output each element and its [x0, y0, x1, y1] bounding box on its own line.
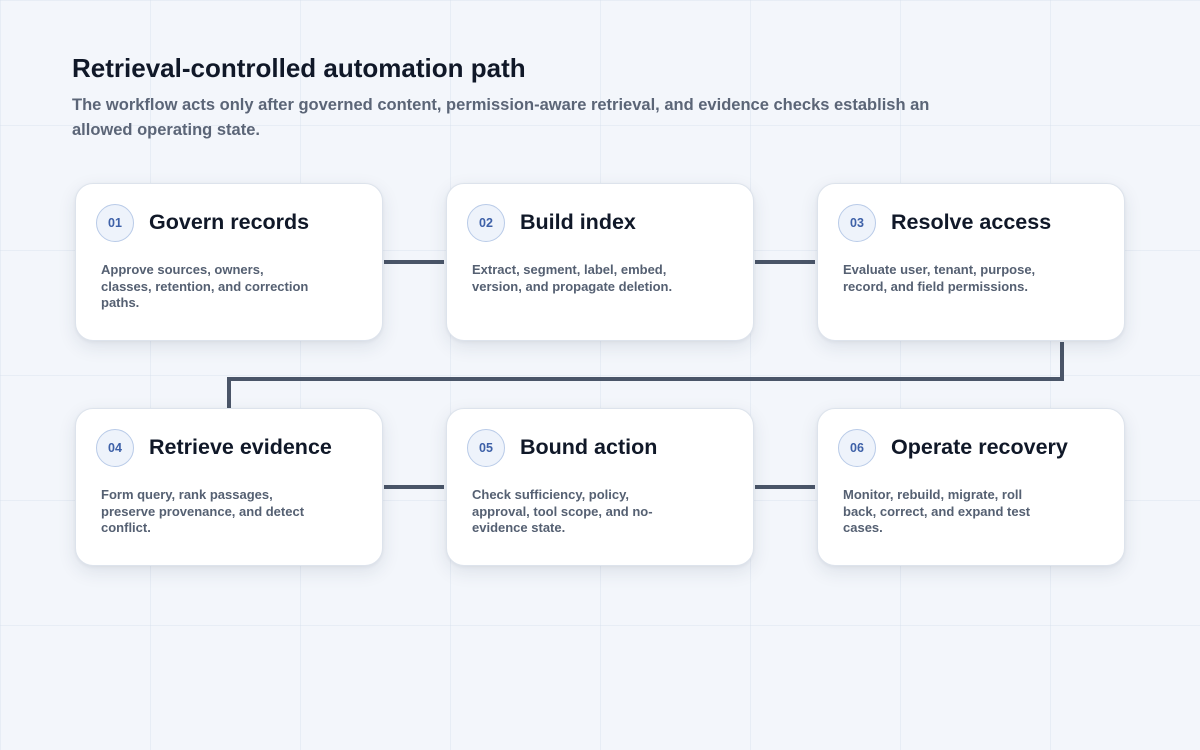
page-subtitle: The workflow acts only after governed co… — [72, 96, 930, 139]
step-card-resolve-access: 03 Resolve access Evaluate user, tenant,… — [817, 183, 1125, 341]
step-number-badge: 05 — [467, 429, 505, 467]
connector-03-04 — [227, 342, 1064, 408]
step-card-retrieve-evidence: 04 Retrieve evidence Form query, rank pa… — [75, 408, 383, 566]
step-number-badge: 06 — [838, 429, 876, 467]
step-description: Form query, rank passages, preserve prov… — [101, 487, 305, 535]
page-title: Retrieval-controlled automation path — [72, 53, 526, 83]
step-description: Monitor, rebuild, migrate, roll back, co… — [843, 487, 1031, 535]
step-description: Check sufficiency, policy, approval, too… — [472, 487, 653, 535]
step-title: Build index — [520, 210, 636, 234]
step-number-badge: 01 — [96, 204, 134, 242]
step-description: Approve sources, owners, classes, retent… — [101, 262, 309, 310]
step-title: Govern records — [149, 210, 310, 234]
step-description: Extract, segment, label, embed, version,… — [472, 262, 673, 294]
step-description: Evaluate user, tenant, purpose, record, … — [843, 262, 1036, 294]
step-card-build-index: 02 Build index Extract, segment, label, … — [446, 183, 754, 341]
step-title: Resolve access — [891, 210, 1052, 234]
step-card-bound-action: 05 Bound action Check sufficiency, polic… — [446, 408, 754, 566]
step-number-badge: 03 — [838, 204, 876, 242]
step-number-badge: 04 — [96, 429, 134, 467]
step-card-govern-records: 01 Govern records Approve sources, owner… — [75, 183, 383, 341]
step-title: Operate recovery — [891, 435, 1068, 459]
step-number-badge: 02 — [467, 204, 505, 242]
step-card-operate-recovery: 06 Operate recovery Monitor, rebuild, mi… — [817, 408, 1125, 566]
step-title: Retrieve evidence — [149, 435, 332, 459]
step-title: Bound action — [520, 435, 658, 459]
